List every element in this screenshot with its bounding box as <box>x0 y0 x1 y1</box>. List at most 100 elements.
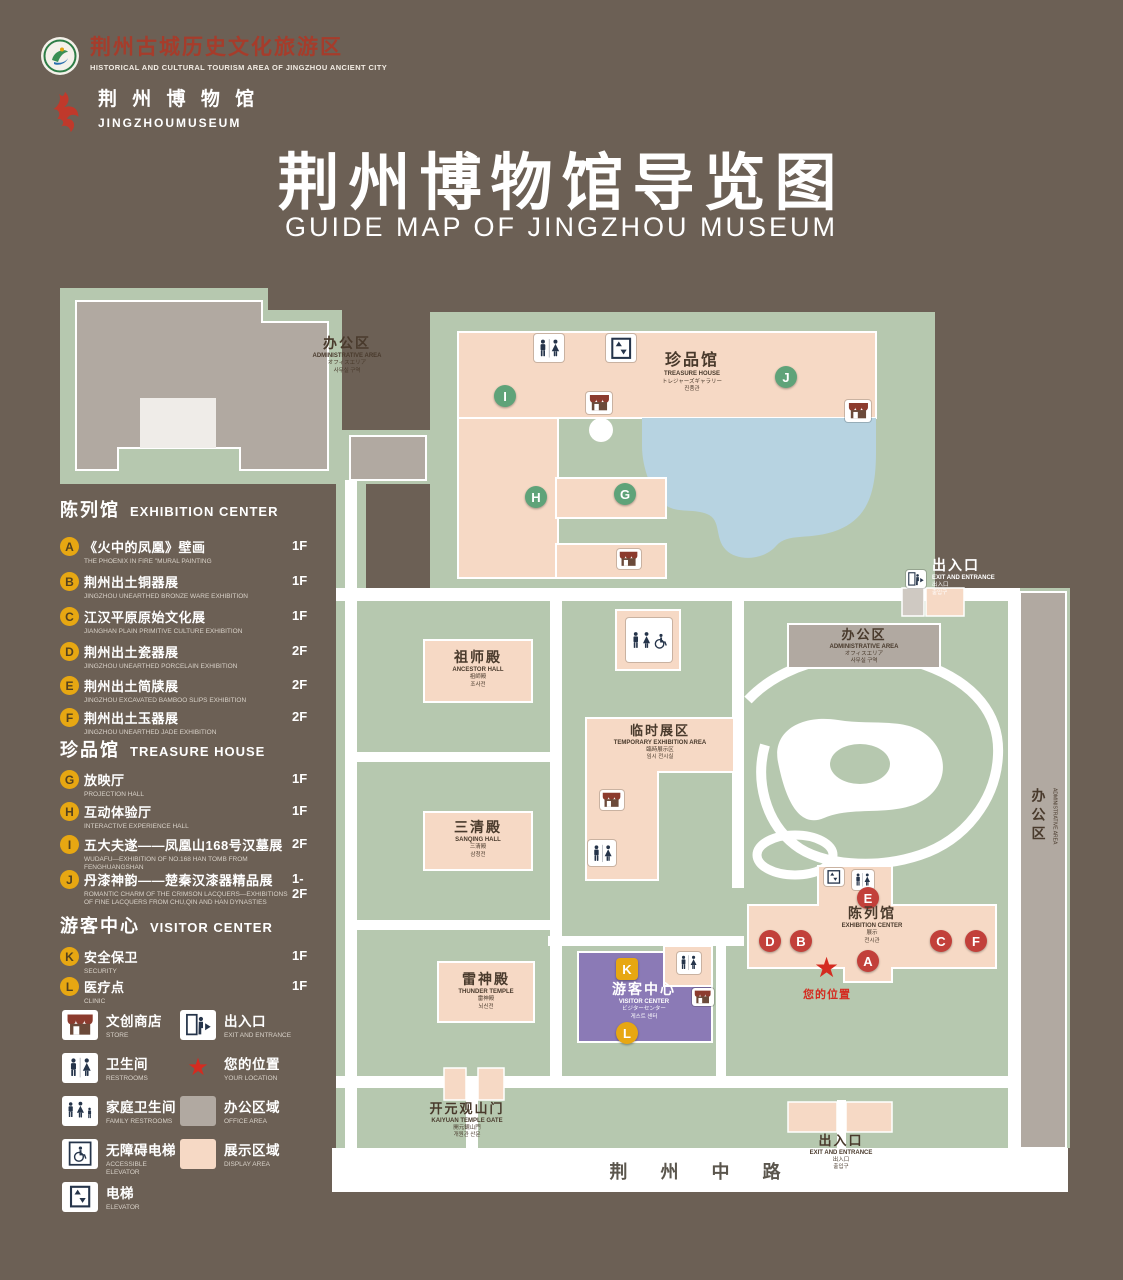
map-label-exit-bottom: 出入口 EXIT AND ENTRANCE 出入口 출입구 <box>809 1133 873 1171</box>
letter-badge-L: L <box>60 977 79 996</box>
store-icon <box>845 400 871 422</box>
store-icon <box>62 1010 98 1040</box>
restroom-icon <box>534 334 564 362</box>
map-label-visitor-center: 游客中心 VISITOR CENTER ビジターセンター 게스트 센터 <box>612 981 676 1020</box>
thunder-temple-building <box>437 961 535 1023</box>
walkway-center-vertical <box>550 601 562 1079</box>
family-restroom-icon <box>62 1096 98 1126</box>
tourism-logo-cn: 荆州古城历史文化旅游区 <box>90 36 343 59</box>
map-label-admin-topleft: 办公区 ADMINISTRATIVE AREA オフィスエリア 사무실 구역 <box>312 335 382 374</box>
walkway-gate <box>466 1088 478 1148</box>
map-marker-L: L <box>616 1022 638 1044</box>
walkway-left-vertical <box>345 480 357 1148</box>
phoenix-logo-icon <box>42 90 88 136</box>
road-name-label: 荆 州 中 路 <box>609 1162 795 1182</box>
map-marker-K: K <box>616 958 638 980</box>
page-title: 荆州博物馆导览图 <box>277 149 846 218</box>
letter-badge-E: E <box>60 676 79 695</box>
letter-badge-C: C <box>60 607 79 626</box>
restroom-icon <box>852 870 874 890</box>
admin-building-topleft-annex <box>349 435 427 481</box>
museum-logo: 荆 州 博 物 馆 JINGZHOUMUSEUM <box>42 89 260 136</box>
letter-badge-A: A <box>60 537 79 556</box>
map-marker-E: E <box>857 887 879 909</box>
tourism-logo-en: HISTORICAL AND CULTURAL TOURISM AREA OF … <box>90 63 388 73</box>
museum-logo-cn: 荆 州 博 物 馆 <box>98 89 260 110</box>
walkway-right-vertical <box>1008 588 1020 1148</box>
letter-badge-J: J <box>60 870 79 889</box>
map-label-your-location: 您的位置 <box>803 989 851 1001</box>
exit-topright-block-gray <box>901 587 925 617</box>
treasure-house-fountain <box>589 418 613 442</box>
garden-ring-path <box>752 830 838 880</box>
map-label-treasure-house: 珍品馆 TREASURE HOUSE トレジャーズギャラリー 진품관 <box>662 352 722 392</box>
map-label-admin-center: 办公区 ADMINISTRATIVE AREA オフィスエリア 사무실 구역 <box>829 627 899 665</box>
road <box>332 1148 1068 1192</box>
exit-icon <box>906 570 926 588</box>
map-marker-F: F <box>965 930 987 952</box>
map-marker-C: C <box>930 930 952 952</box>
walkway-temple-2 <box>357 920 550 930</box>
map-marker-H: H <box>525 486 547 508</box>
elevator-icon <box>62 1182 98 1212</box>
your-location-star-icon: ★ <box>814 952 840 983</box>
walkway-exit-bottom <box>837 1100 846 1148</box>
treasure-house-topbar <box>457 331 877 419</box>
gate-block-left <box>443 1067 467 1101</box>
treasure-house-lake <box>642 418 876 558</box>
map-label-kaiyuan-gate: 开元观山门 KAIYUAN TEMPLE GATE 開元観山門 개원관 산문 <box>429 1101 505 1139</box>
store-icon <box>692 988 714 1006</box>
exit-bottom-block-left <box>787 1101 838 1133</box>
gate-block-right <box>477 1067 505 1101</box>
map-marker-A: A <box>857 950 879 972</box>
restroom-icon <box>588 840 616 866</box>
accessible-restroom-icon <box>626 618 672 662</box>
exit-topright-block-pink <box>925 587 965 617</box>
visitor-center-building <box>577 951 713 1043</box>
letter-badge-F: F <box>60 708 79 727</box>
map-label-temporary-exhibition: 临时展区 TEMPORARY EXHIBITION AREA 臨時展示区 임시 … <box>613 723 707 761</box>
tourism-emblem-icon <box>40 36 80 76</box>
sanqing-hall-building <box>423 811 533 871</box>
map-label-admin-right-strip: 办公区 ADMINISTRATIVE AREA <box>1030 788 1058 845</box>
letter-badge-G: G <box>60 770 79 789</box>
exit-icon <box>180 1010 216 1040</box>
store-icon <box>586 392 612 414</box>
walkway-temple-1 <box>357 752 550 762</box>
map-label-sanqing-hall: 三清殿 SANQING HALL 三清殿 삼청전 <box>454 819 502 858</box>
location-star-icon: ★ <box>187 1054 209 1081</box>
restroom-icon <box>677 952 701 974</box>
museum-logo-en: JINGZHOUMUSEUM <box>98 115 242 130</box>
letter-badge-D: D <box>60 642 79 661</box>
map-label-exhibition-center: 陈列馆 EXHIBITION CENTER 展示 전시관 <box>841 905 903 944</box>
letter-badge-K: K <box>60 947 79 966</box>
garden-island <box>830 744 890 784</box>
elevator-icon <box>824 868 844 886</box>
map-marker-D: D <box>759 930 781 952</box>
admin-building-topleft-court <box>140 398 216 448</box>
store-icon <box>600 790 624 810</box>
temporary-exhibition-building <box>585 717 735 881</box>
map-marker-J: J <box>775 366 797 388</box>
admin-building-right-strip <box>1019 591 1067 1149</box>
